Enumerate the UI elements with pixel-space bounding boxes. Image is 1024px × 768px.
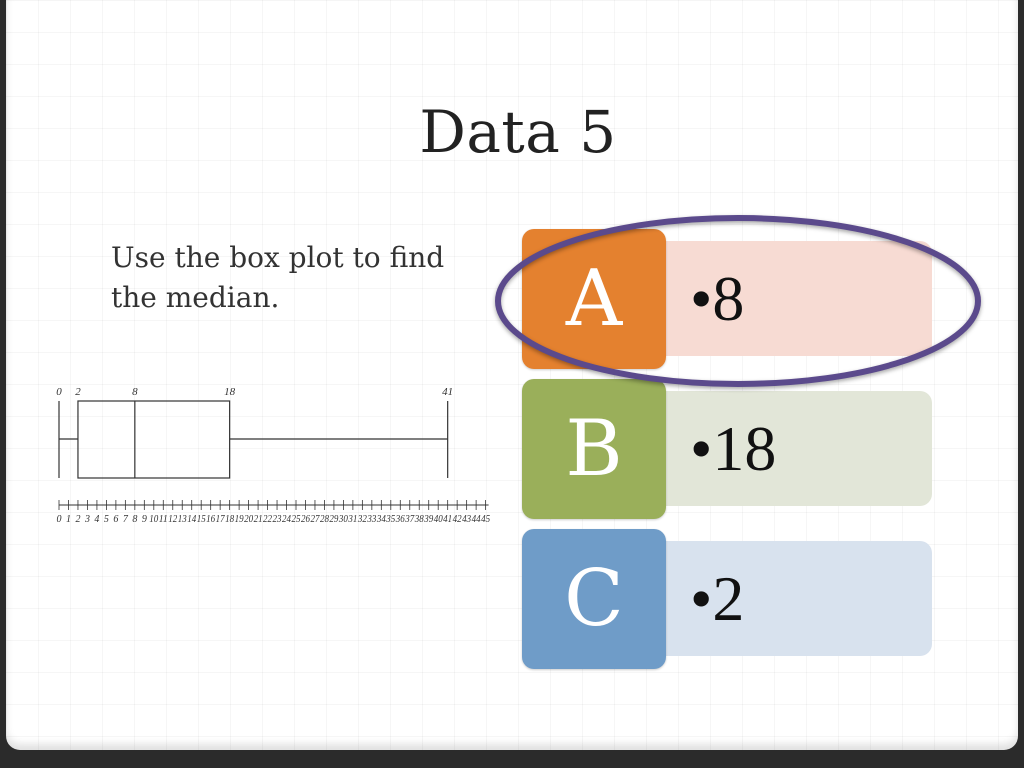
tick-label-33: 33 bbox=[366, 514, 376, 525]
tick-label-20: 20 bbox=[244, 514, 253, 525]
slide-title: Data 5 bbox=[419, 98, 617, 166]
tick-label-5: 5 bbox=[104, 514, 109, 525]
tick-label-9: 9 bbox=[142, 514, 147, 525]
tick-label-12: 12 bbox=[168, 514, 177, 525]
tick-label-28: 28 bbox=[320, 514, 329, 525]
tick-label-29: 29 bbox=[329, 514, 338, 525]
tick-label-0: 0 bbox=[57, 514, 62, 525]
tick-label-31: 31 bbox=[347, 514, 357, 525]
tick-label-36: 36 bbox=[395, 514, 405, 525]
tick-label-37: 37 bbox=[404, 514, 415, 525]
tick-label-13: 13 bbox=[178, 514, 187, 525]
option-b[interactable]: B •18 bbox=[522, 379, 932, 519]
tick-label-6: 6 bbox=[113, 514, 118, 525]
option-b-letter: B bbox=[522, 379, 666, 519]
tick-label-10: 10 bbox=[149, 514, 158, 525]
tick-label-17: 17 bbox=[216, 514, 226, 525]
tick-label-34: 34 bbox=[376, 514, 386, 525]
tick-label-25: 25 bbox=[292, 514, 301, 525]
tick-label-2: 2 bbox=[75, 514, 80, 525]
tick-label-42: 42 bbox=[453, 514, 462, 525]
tick-label-23: 23 bbox=[273, 514, 282, 525]
option-b-bar bbox=[642, 391, 932, 506]
tick-label-24: 24 bbox=[282, 514, 291, 525]
tick-label-3: 3 bbox=[84, 514, 90, 525]
tick-label-1: 1 bbox=[66, 514, 71, 525]
label-max: 41 bbox=[442, 386, 453, 398]
tick-label-32: 32 bbox=[357, 514, 367, 525]
tick-label-26: 26 bbox=[301, 514, 310, 525]
tick-label-40: 40 bbox=[434, 514, 443, 525]
option-a[interactable]: A •8 bbox=[522, 229, 932, 369]
instruction-text: Use the box plot to find the median. bbox=[111, 241, 445, 314]
tick-label-19: 19 bbox=[235, 514, 244, 525]
tick-label-41: 41 bbox=[443, 514, 452, 525]
iqr-box bbox=[77, 400, 231, 479]
tick-label-18: 18 bbox=[225, 514, 234, 525]
tick-label-45: 45 bbox=[481, 514, 490, 525]
tick-label-21: 21 bbox=[254, 514, 263, 525]
label-median: 8 bbox=[132, 386, 138, 398]
option-a-letter: A bbox=[522, 229, 666, 369]
option-a-bar bbox=[642, 241, 932, 356]
option-c-value: •2 bbox=[690, 562, 745, 634]
label-q1: 2 bbox=[75, 386, 81, 398]
tick-label-11: 11 bbox=[159, 514, 168, 525]
label-q3: 18 bbox=[224, 386, 236, 398]
tick-label-16: 16 bbox=[206, 514, 215, 525]
option-b-value: •18 bbox=[690, 412, 777, 484]
option-c-bar bbox=[642, 541, 932, 656]
tick-label-30: 30 bbox=[338, 514, 348, 525]
tick-label-43: 43 bbox=[462, 514, 471, 525]
tick-label-44: 44 bbox=[472, 514, 481, 525]
tick-label-27: 27 bbox=[310, 514, 320, 525]
tick-label-7: 7 bbox=[123, 514, 129, 525]
option-c-letter: C bbox=[522, 529, 666, 669]
tick-label-8: 8 bbox=[132, 514, 137, 525]
tick-label-35: 35 bbox=[385, 514, 395, 525]
option-c[interactable]: C •2 bbox=[522, 529, 932, 669]
tick-label-15: 15 bbox=[197, 514, 206, 525]
tick-label-14: 14 bbox=[187, 514, 196, 525]
tick-label-38: 38 bbox=[414, 514, 424, 525]
tick-label-22: 22 bbox=[263, 514, 272, 525]
tick-label-39: 39 bbox=[423, 514, 433, 525]
option-a-value: •8 bbox=[690, 262, 745, 334]
tick-label-4: 4 bbox=[94, 514, 99, 525]
label-min: 0 bbox=[56, 386, 62, 398]
